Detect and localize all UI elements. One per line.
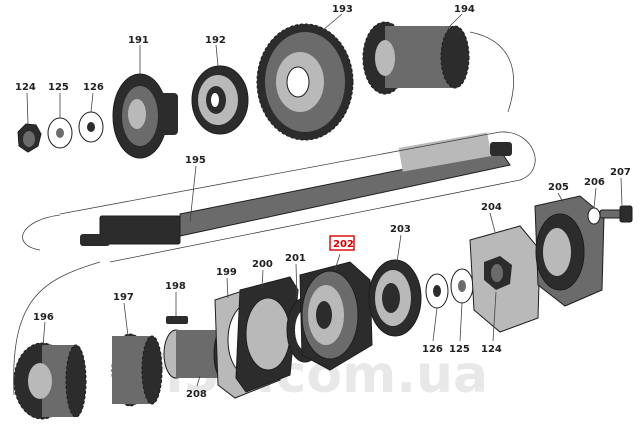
- leader-arrow: [469, 31, 515, 113]
- label-199[interactable]: 199: [216, 267, 237, 278]
- cluster-gear-part[interactable]: [362, 21, 470, 95]
- bevel-gear-part[interactable]: [112, 73, 178, 159]
- label-125-bottom[interactable]: 125: [449, 344, 470, 355]
- bolt-part[interactable]: [599, 205, 633, 223]
- shaft-outline: [59, 131, 536, 263]
- nut-part[interactable]: [17, 123, 42, 153]
- label-193[interactable]: 193: [332, 4, 353, 15]
- label-197[interactable]: 197: [113, 292, 134, 303]
- washer-part-2[interactable]: [450, 268, 474, 304]
- ball-bearing-part[interactable]: [368, 259, 422, 337]
- label-194[interactable]: 194: [454, 4, 475, 15]
- drive-gear-part[interactable]: [13, 342, 87, 420]
- leader-lines: [26, 13, 623, 387]
- label-191[interactable]: 191: [128, 35, 149, 46]
- key-part[interactable]: [166, 316, 188, 324]
- label-125-top[interactable]: 125: [48, 82, 69, 93]
- lock-washer-part-2[interactable]: [425, 273, 449, 309]
- label-203[interactable]: 203: [390, 224, 411, 235]
- label-124-top[interactable]: 124: [15, 82, 36, 93]
- shaft-outline-left: [22, 214, 61, 251]
- lock-washer-part[interactable]: [78, 111, 104, 143]
- end-cover-part[interactable]: [534, 195, 605, 307]
- label-195[interactable]: 195: [185, 155, 206, 166]
- label-192[interactable]: 192: [205, 35, 226, 46]
- main-shaft-part[interactable]: [80, 132, 512, 246]
- leader-arrow-left: [13, 261, 101, 396]
- label-208[interactable]: 208: [186, 389, 207, 400]
- large-gear-part[interactable]: [256, 23, 354, 141]
- label-124-bottom[interactable]: 124: [481, 344, 502, 355]
- pinion-gear-part[interactable]: [111, 333, 163, 407]
- plate-part[interactable]: [235, 276, 299, 393]
- bearing-part[interactable]: [191, 65, 249, 135]
- bearing-housing-part[interactable]: [299, 261, 373, 371]
- label-196[interactable]: 196: [33, 312, 54, 323]
- washer-part[interactable]: [47, 117, 73, 149]
- label-201[interactable]: 201: [285, 253, 306, 264]
- label-202[interactable]: 202: [333, 239, 354, 250]
- label-198[interactable]: 198: [165, 281, 186, 292]
- label-126-top[interactable]: 126: [83, 82, 104, 93]
- highlight-box-202: [329, 235, 355, 251]
- label-204[interactable]: 204: [481, 202, 502, 213]
- cover-gasket-part[interactable]: [469, 225, 541, 333]
- label-206[interactable]: 206: [584, 177, 605, 188]
- label-200[interactable]: 200: [252, 259, 273, 270]
- bolt-washer-part[interactable]: [587, 207, 601, 225]
- label-205[interactable]: 205: [548, 182, 569, 193]
- label-126-bottom[interactable]: 126: [422, 344, 443, 355]
- label-207[interactable]: 207: [610, 167, 631, 178]
